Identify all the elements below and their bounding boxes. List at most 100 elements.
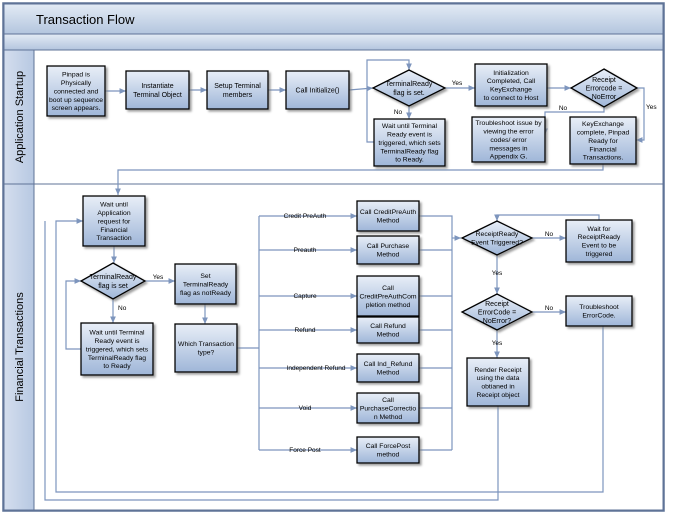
node-wait-terminal-line: triggered, which sets: [86, 346, 149, 353]
node-set-not-ready-line: TerminalReady: [183, 281, 229, 288]
node-wait-terminal-line: to Ready: [103, 363, 131, 370]
lane-financial-header: [3, 183, 35, 511]
node-troubleshoot-line: Troubleshoot issue by: [475, 120, 542, 127]
edge-receipt-q-yes: [636, 87, 645, 143]
node-wait-terminal: Wait until TerminalReady event istrigger…: [80, 322, 154, 376]
edge-init-terminal-ready: [348, 85, 374, 92]
node-branch-1-line: Call Purchase: [367, 243, 410, 250]
edge-label-no-4: No: [545, 231, 554, 238]
page-title: Transaction Flow: [36, 12, 135, 27]
node-branch-3-shape: [356, 316, 420, 344]
edge-label-yes-2: Yes: [646, 104, 657, 111]
edge-label-branch-3: Refund: [295, 327, 316, 334]
node-receipt-err-q-2-shape: [460, 293, 534, 331]
node-key-done-line: complete, Pinpad: [577, 129, 630, 136]
node-branch-5-line: Call: [382, 397, 394, 404]
lane-startup-label: Application Startup: [14, 71, 26, 163]
title-bar: [3, 3, 664, 35]
node-receipt-err-q-2-line: NoError?: [483, 318, 512, 325]
node-troubleshoot-line: codes/ error: [490, 137, 527, 144]
node-branch-2-line: CreditPreAuthCom: [359, 293, 416, 300]
node-wait-terminal-line: Ready event is: [95, 338, 141, 345]
node-set-not-ready-line: flag as notReady: [180, 290, 232, 297]
edge-label-no-1: No: [394, 109, 403, 116]
node-set-not-ready-line: Set: [200, 273, 210, 280]
node-receipt-ready-q-shape: [460, 220, 534, 256]
node-branch-6-line: Call ForcePost: [366, 443, 411, 450]
node-wait-receipt-line: triggered: [586, 251, 613, 258]
node-branch-2-line: pletion method: [366, 302, 411, 309]
node-troubleshoot-2-line: ErrorCode.: [582, 313, 615, 320]
node-init-done-line: Initialization: [493, 70, 529, 77]
node-branch-4-shape: [356, 353, 420, 383]
node-instantiate-shape: [125, 70, 190, 110]
node-terminal-ready-q-line: TerminalReady: [386, 81, 433, 88]
node-troubleshoot-shape: [471, 116, 546, 163]
node-setup-shape: [206, 70, 269, 110]
node-branch-4-line: Method: [377, 370, 400, 377]
node-branch-5-shape: [356, 392, 420, 424]
node-receipt-err-q-shape: [569, 68, 639, 108]
edge-label-branch-0: Credit PreAuth: [284, 213, 327, 220]
node-key-done-line: KeyExchange: [582, 121, 624, 128]
node-wait-ready-shape: [373, 118, 446, 167]
node-receipt-err-q-line: NoError: [592, 94, 617, 101]
node-key-done-line: Transactions.: [583, 155, 624, 162]
node-wait-app-line: Transaction: [96, 235, 131, 242]
node-receipt-err-q-2-line: Receipt: [485, 301, 509, 308]
node-wait-receipt-line: Wait for: [587, 226, 611, 233]
node-wait-app-line: Financial: [100, 227, 128, 234]
node-branch-3-line: Call Refund: [370, 323, 406, 330]
node-render-line: obtianed in: [481, 384, 514, 391]
node-init-shape: [285, 70, 350, 110]
node-init-line: Call Initialize(): [296, 87, 340, 94]
node-terminal-ready-q-shape: [371, 69, 447, 107]
node-terminal-ready-q-2-shape: [79, 262, 147, 300]
edge-key-done-down: [115, 164, 604, 195]
node-troubleshoot-line: messages in: [489, 145, 527, 152]
node-wait-terminal-line: Wait until Terminal: [89, 330, 145, 337]
node-branch-2-line: Call: [382, 285, 394, 292]
node-render-line: Receipt object: [476, 392, 519, 399]
node-key-done-line: Ready for: [588, 138, 618, 145]
node-pinpad-line: boot up sequence: [49, 97, 103, 104]
node-wait-ready-line: triggered, which sets: [378, 140, 441, 147]
node-init: Call Initialize(): [285, 70, 350, 110]
node-wait-ready-line: Wait until Terminal: [382, 123, 438, 130]
edge-label-yes-1: Yes: [452, 80, 463, 87]
node-wait-app-line: request for: [98, 218, 131, 225]
edge-wait-receipt-loop: [494, 214, 600, 221]
node-terminal-ready-q-2-line: flag is set: [98, 283, 128, 290]
edge-label-yes-4: Yes: [492, 270, 503, 277]
node-receipt-err-q-2-line: ErrorCode =: [478, 309, 516, 316]
node-branch-3-line: Method: [377, 332, 400, 339]
node-wait-app-shape: [82, 195, 146, 247]
node-receipt-ready-q-line: ReceiptReady: [476, 231, 519, 238]
node-wait-receipt-line: ReceiptReady: [578, 234, 621, 241]
node-which-type-shape: [174, 323, 238, 373]
node-branch-0-shape: [356, 200, 420, 232]
edge-troubleshoot-loop: [55, 218, 604, 493]
node-branch-1-shape: [356, 235, 420, 265]
node-render-line: Render Receipt: [474, 367, 521, 374]
node-set-not-ready-shape: [174, 263, 237, 305]
node-receipt-err-q-line: Receipt: [592, 77, 616, 84]
node-troubleshoot-line: viewing the error: [483, 128, 534, 135]
edge-wait-terminal-loop: [65, 278, 81, 350]
